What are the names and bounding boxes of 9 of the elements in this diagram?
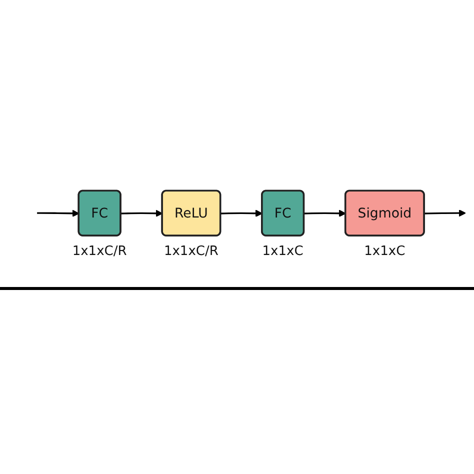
dimension-label: 1x1xC/R bbox=[72, 244, 127, 259]
dimension-label: 1x1xC/R bbox=[164, 244, 218, 259]
arrow bbox=[304, 210, 346, 218]
dimension-label: 1x1xC bbox=[364, 244, 406, 259]
arrow bbox=[37, 210, 80, 218]
arrow bbox=[424, 210, 466, 218]
dimension-label: 1x1xC bbox=[262, 244, 304, 259]
arrow bbox=[120, 210, 163, 218]
arrow bbox=[220, 210, 263, 218]
